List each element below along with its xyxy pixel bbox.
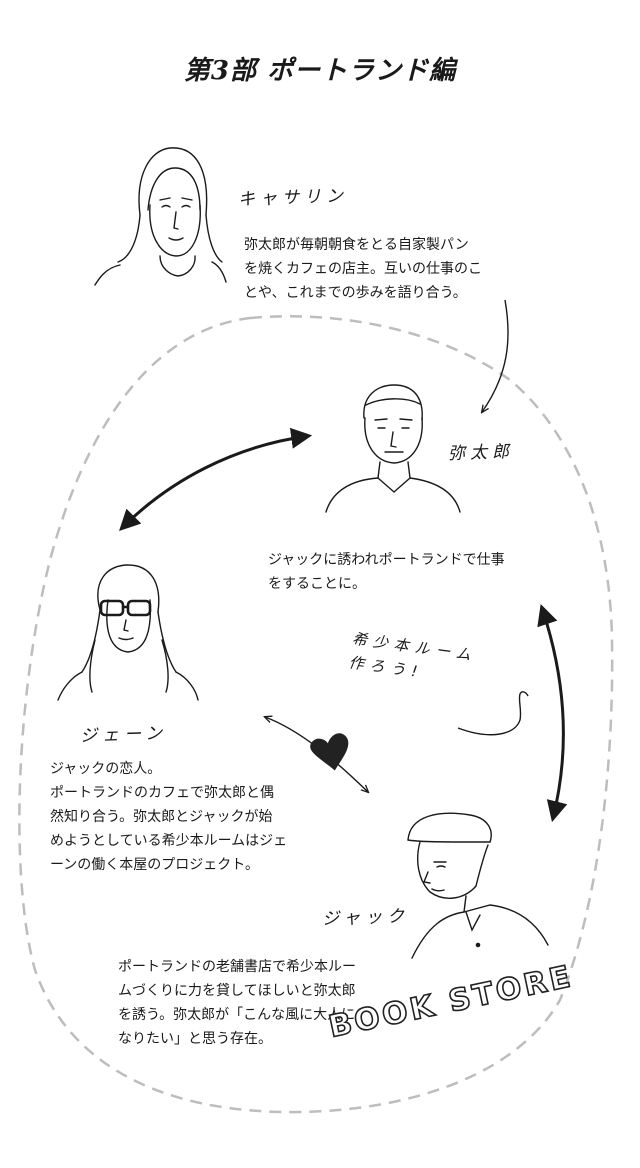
jane-portrait [57, 564, 199, 701]
curved-arrow-icon [482, 299, 509, 412]
jack-description: ポートランドの老舗書店で希少本ルー ムづくりに力を貸してほしいと弥太郎 を誘う。… [118, 959, 356, 1047]
yataro-portrait [325, 384, 461, 513]
catherine-portrait [94, 147, 227, 286]
dashed-loop [18, 315, 614, 1114]
note-squiggle [457, 691, 529, 736]
yataro-description: ジャックに誘われポートランドで仕事 をすることに。 [268, 552, 505, 592]
yataro-name: 弥太郎 [447, 441, 515, 465]
jack-portrait [407, 812, 549, 959]
double-arrow-icon [119, 427, 313, 531]
page-title: 第3部 ポートランド編 [183, 56, 457, 86]
jack-name: ジャック [321, 906, 410, 930]
jane-name: ジェーン [79, 723, 168, 747]
catherine-name: キャサリン [237, 186, 349, 210]
catherine-description: 弥太郎が毎朝朝食をとる自家製パン を焼くカフェの店主。互いの仕事のこ とや、これ… [244, 237, 482, 301]
jane-description: ジャックの恋人。 ポートランドのカフェで弥太郎と偶 然知り合う。弥太郎とジャック… [50, 761, 288, 873]
heart-icon [310, 733, 349, 771]
double-arrow-icon [537, 604, 568, 823]
